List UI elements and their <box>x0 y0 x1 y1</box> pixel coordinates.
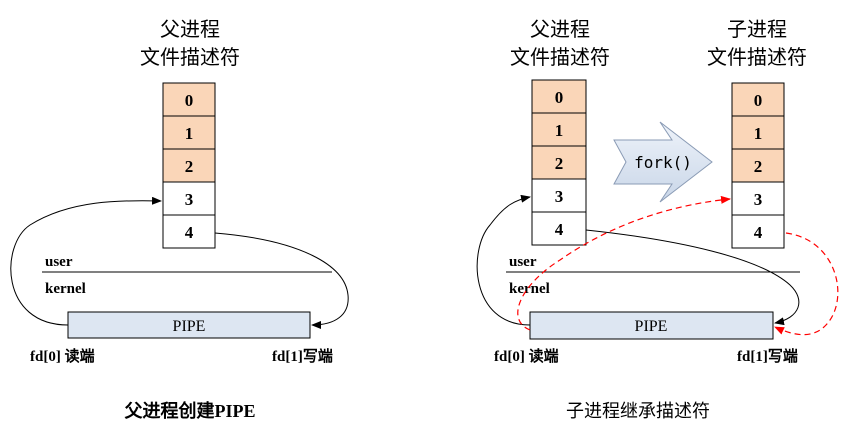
right-child-header-line1: 子进程 <box>727 18 787 41</box>
parent-write-arrow <box>585 229 800 326</box>
child-fd-cell-1 <box>731 115 785 150</box>
fd-cell-0 <box>162 82 216 117</box>
parent-fd-cell-0 <box>531 79 587 114</box>
right-parent-header-line1: 父进程 <box>530 18 590 41</box>
right-user-label: user <box>509 254 537 270</box>
left-read-arrow <box>10 196 162 326</box>
child-fd-label-2: 2 <box>754 157 763 176</box>
left-write-arrow <box>214 232 349 329</box>
left-caption: 父进程创建PIPE <box>124 400 255 421</box>
child-write-arrow <box>774 232 839 336</box>
left-pipe-box <box>67 311 311 339</box>
right-kernel-label: kernel <box>509 281 550 297</box>
fork-arrow: fork() <box>613 121 713 203</box>
child-fd-cell-2 <box>731 148 785 183</box>
child-fd-cell-0 <box>731 82 785 117</box>
child-fd-cell-4 <box>731 214 785 249</box>
fd-label-1: 1 <box>185 124 194 143</box>
child-fd-label-3: 3 <box>754 190 763 209</box>
parent-fd-cell-2 <box>531 145 587 180</box>
right-pipe-label: PIPE <box>635 318 668 335</box>
fork-label: fork() <box>634 153 692 172</box>
left-header-line1: 父进程 <box>160 18 220 41</box>
right-child-fd-table: 0 1 2 3 4 <box>731 82 785 249</box>
right-fd0-label: fd[0] 读端 <box>494 347 559 365</box>
parent-fd-label-1: 1 <box>555 121 564 140</box>
right-parent-header-line2: 文件描述符 <box>510 46 610 69</box>
fd-cell-3 <box>162 181 216 216</box>
child-fd-cell-3 <box>731 181 785 216</box>
fd-cell-1 <box>162 115 216 150</box>
fork-arrow-shape <box>613 121 713 203</box>
left-user-label: user <box>45 254 73 270</box>
right-caption: 子进程继承描述符 <box>566 401 710 421</box>
left-panel: 父进程 文件描述符 0 1 2 3 4 user kernel PIPE fd[… <box>10 18 349 421</box>
left-pipe-label: PIPE <box>173 318 206 335</box>
fd-cell-4 <box>162 214 216 249</box>
parent-read-arrow <box>476 194 531 326</box>
fd-label-4: 4 <box>185 223 194 242</box>
right-pipe-box <box>529 311 774 340</box>
parent-fd-cell-4 <box>531 211 587 246</box>
parent-fd-cell-3 <box>531 178 587 213</box>
child-fd-label-4: 4 <box>754 223 763 242</box>
left-fd-table: 0 1 2 3 4 <box>162 82 216 249</box>
child-fd-label-1: 1 <box>754 124 763 143</box>
parent-fd-label-0: 0 <box>555 88 564 107</box>
parent-fd-label-3: 3 <box>555 187 564 206</box>
fd-label-3: 3 <box>185 190 194 209</box>
right-child-header-line2: 文件描述符 <box>707 46 807 69</box>
left-kernel-label: kernel <box>45 281 86 297</box>
right-parent-fd-table: 0 1 2 3 4 <box>531 79 587 246</box>
parent-fd-label-2: 2 <box>555 154 564 173</box>
left-fd1-label: fd[1]写端 <box>272 347 333 365</box>
right-panel: 父进程 文件描述符 子进程 文件描述符 0 1 2 3 4 0 1 2 3 <box>476 18 839 421</box>
child-read-arrow <box>517 195 731 331</box>
child-fd-label-0: 0 <box>754 91 763 110</box>
parent-fd-cell-1 <box>531 112 587 147</box>
right-fd1-label: fd[1]写端 <box>737 347 798 365</box>
parent-fd-label-4: 4 <box>555 220 564 239</box>
fd-label-2: 2 <box>185 157 194 176</box>
fd-label-0: 0 <box>185 91 194 110</box>
left-fd0-label: fd[0] 读端 <box>30 347 95 365</box>
left-header-line2: 文件描述符 <box>140 46 240 69</box>
